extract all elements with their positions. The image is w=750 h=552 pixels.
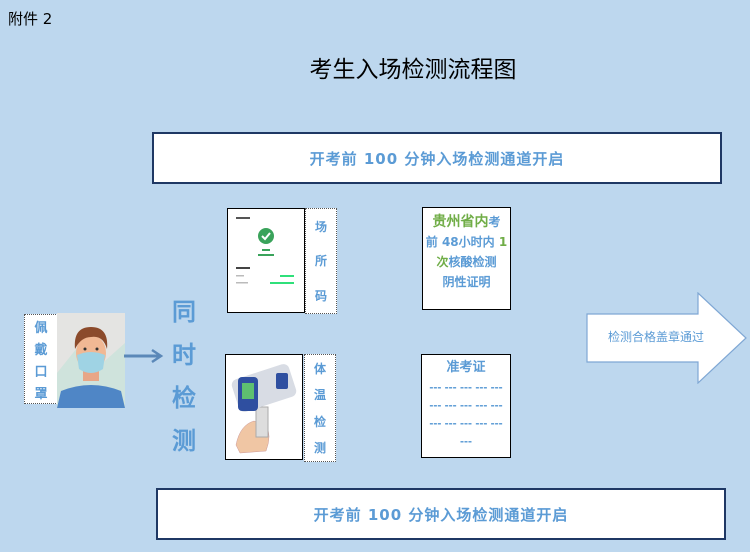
simultaneous-check-label: 同 时 检 测 bbox=[172, 292, 196, 456]
bottom-step-bar: 开考前 100 分钟入场检测通道开启 bbox=[156, 488, 726, 540]
mask-char: 罩 bbox=[34, 386, 48, 402]
annex-label: 附件 2 bbox=[8, 10, 53, 28]
admission-title: 准考证 bbox=[446, 360, 486, 375]
pass-label: 检测合格盖章通过 bbox=[607, 330, 704, 344]
admission-line: --- bbox=[460, 434, 472, 448]
sim-char: 时 bbox=[172, 341, 196, 369]
masked-person-image bbox=[57, 313, 125, 408]
thermometer-image bbox=[225, 354, 303, 460]
nucleic-text: 前 48小时内 bbox=[425, 235, 499, 249]
nucleic-text: 贵州省内 bbox=[432, 214, 489, 230]
mask-label: 佩 戴 口 罩 bbox=[24, 314, 58, 404]
nucleic-text: 核酸检测 bbox=[448, 255, 497, 269]
venue-char: 码 bbox=[314, 289, 327, 304]
temp-char: 测 bbox=[313, 441, 326, 456]
page-title: 考生入场检测流程图 bbox=[309, 57, 517, 83]
mask-char: 戴 bbox=[34, 342, 48, 358]
pass-arrow-shape bbox=[586, 292, 747, 384]
sim-char: 同 bbox=[172, 298, 196, 326]
venue-char: 场 bbox=[314, 219, 327, 234]
nucleic-text: 次 bbox=[436, 255, 449, 269]
nucleic-text: 1 bbox=[498, 235, 508, 249]
admission-ticket: 准考证 --- --- --- --- --- --- --- --- --- … bbox=[421, 354, 511, 458]
mask-char: 口 bbox=[34, 364, 48, 380]
admission-line: --- --- --- --- --- bbox=[429, 380, 503, 394]
nucleic-text: 考 bbox=[488, 215, 501, 229]
top-step-bar: 开考前 100 分钟入场检测通道开启 bbox=[152, 132, 722, 184]
venue-code-image bbox=[227, 208, 305, 313]
mask-char: 佩 bbox=[34, 320, 48, 336]
temp-char: 检 bbox=[313, 414, 326, 429]
admission-line: --- --- --- --- --- bbox=[429, 416, 503, 430]
sim-char: 检 bbox=[172, 384, 196, 412]
nucleic-text: 阴性证明 bbox=[442, 275, 491, 289]
temperature-check-label: 体 温 检 测 bbox=[304, 354, 336, 462]
venue-char: 所 bbox=[314, 254, 327, 269]
nucleic-test-proof: 贵州省内考 前 48小时内 1 次核酸检测 阴性证明 bbox=[422, 207, 511, 310]
arrow-right-icon bbox=[124, 348, 164, 364]
sim-char: 测 bbox=[172, 427, 196, 455]
admission-line: --- --- --- --- --- bbox=[429, 398, 503, 412]
venue-code-label: 场 所 码 bbox=[305, 208, 337, 314]
temp-char: 温 bbox=[313, 388, 326, 403]
temp-char: 体 bbox=[313, 361, 326, 376]
